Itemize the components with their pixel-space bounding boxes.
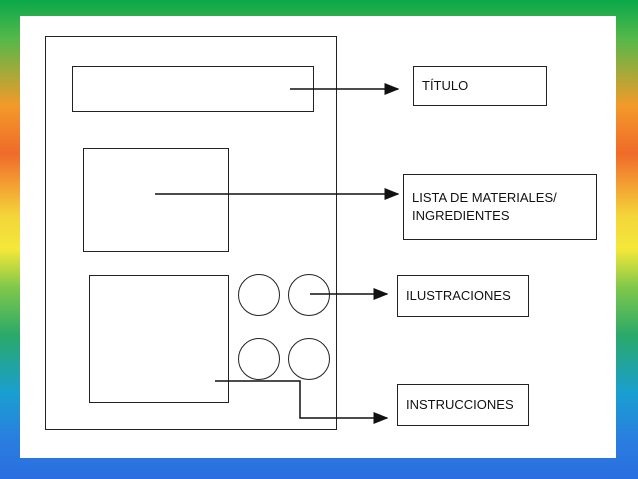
label-titulo: TÍTULO xyxy=(413,66,547,106)
slide-canvas: TÍTULO LISTA DE MATERIALES/ INGREDIENTES… xyxy=(20,16,616,458)
materials-placeholder xyxy=(83,148,229,252)
illustration-circle-2 xyxy=(288,274,330,316)
illustration-circle-3 xyxy=(238,338,280,380)
instructions-placeholder xyxy=(89,275,229,403)
recipe-page-outline xyxy=(45,36,337,430)
label-lista-materiales: LISTA DE MATERIALES/ INGREDIENTES xyxy=(403,174,597,240)
illustration-circle-1 xyxy=(238,274,280,316)
arrows-layer xyxy=(155,83,400,424)
arrow-instrucciones xyxy=(215,380,389,424)
label-ilustraciones: ILUSTRACIONES xyxy=(397,275,529,317)
illustration-circle-4 xyxy=(288,338,330,380)
label-instrucciones: INSTRUCCIONES xyxy=(397,384,529,426)
